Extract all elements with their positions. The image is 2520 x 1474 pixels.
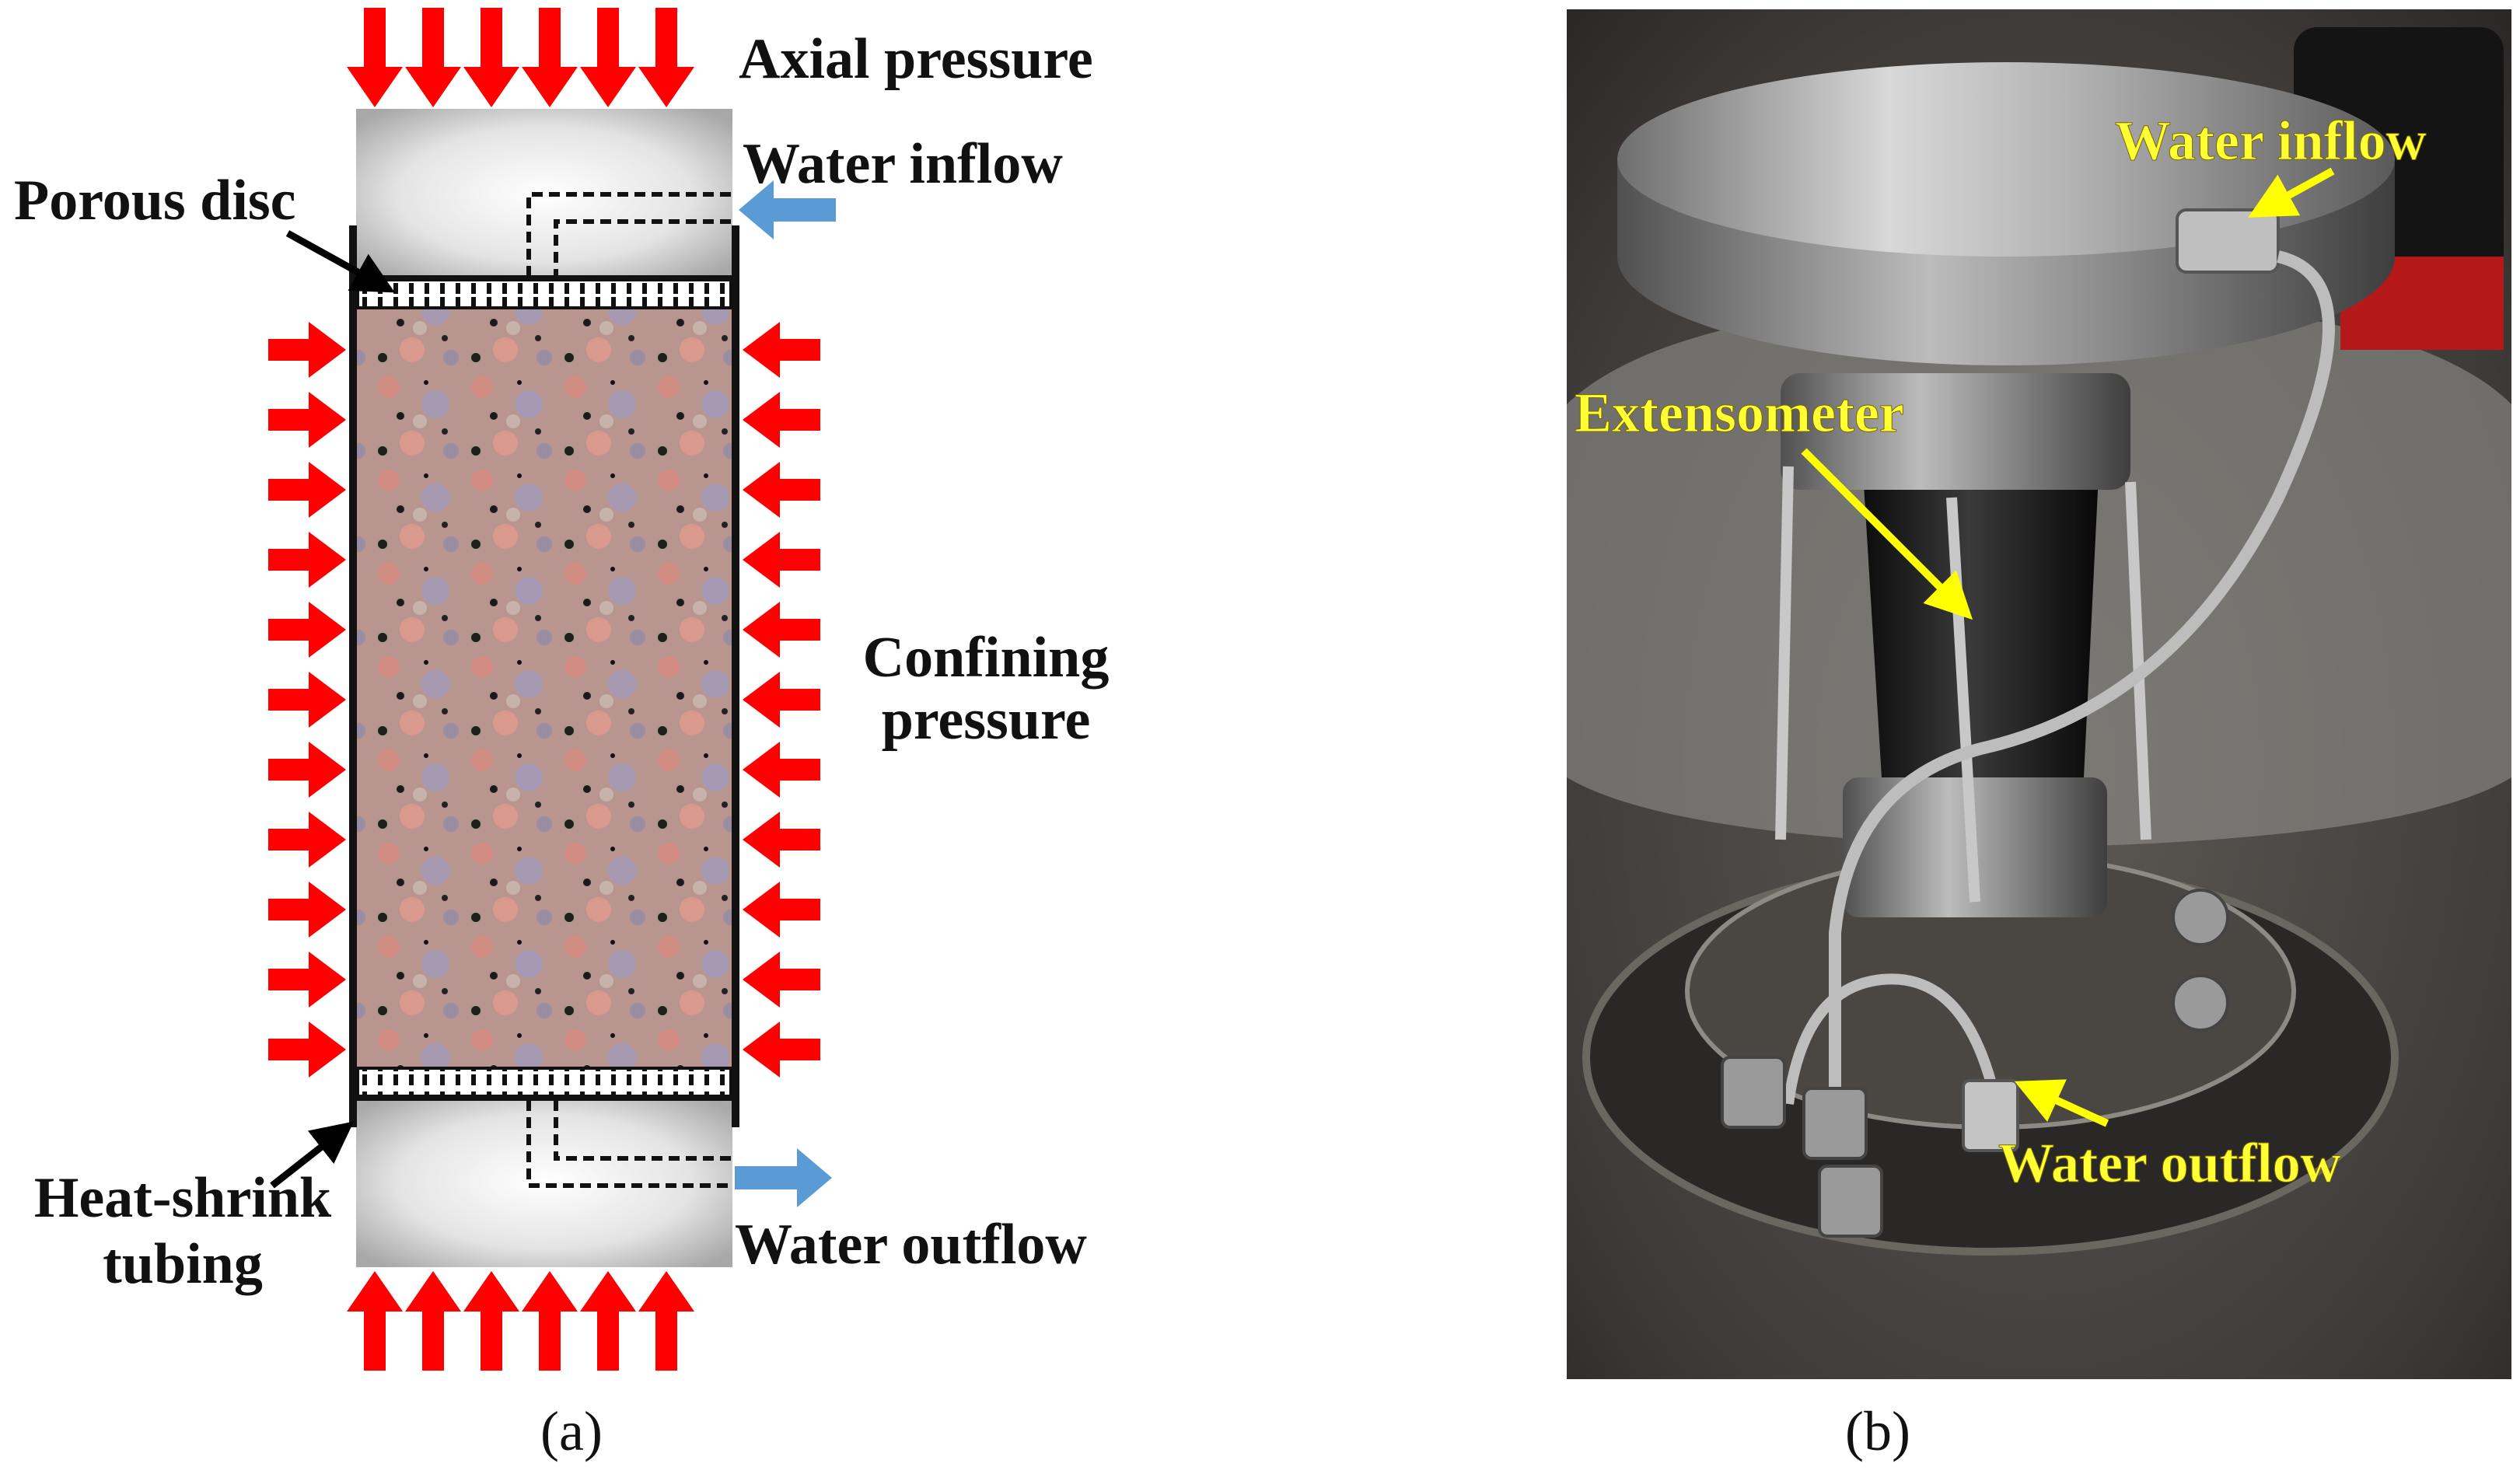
axial-pressure-arrow-up [638,1271,694,1371]
inflow-fitting [2176,208,2280,274]
confining-pressure-arrow-right [268,882,346,938]
axial-pressure-arrow-down [522,8,578,107]
label-confining-pressure-2: pressure [882,688,1091,752]
confining-pressure-arrow-left [743,532,820,588]
caption-b: (b) [1845,1400,1910,1462]
confining-pressure-arrow-right [268,322,346,378]
confining-pressure-arrow-left [743,672,820,728]
label-water-outflow-a: Water outflow [735,1213,1087,1277]
confining-pressure-arrow-left [743,812,820,868]
heat-shrink-pointer [270,1121,355,1189]
confining-pressure-arrow-left [743,1022,820,1078]
base-nuts [1721,889,2229,1238]
axial-pressure-arrow-up [522,1271,578,1371]
label-water-inflow-b: Water inflow [2115,110,2427,172]
water-inflow-arrow [739,180,836,239]
outflow-tube [1783,973,1996,1105]
panel-a-schematic: Axial pressure Water inflow Porous disc … [14,8,1109,1462]
porous-disc-bottom [353,1064,736,1101]
upper-steel-collar [1781,373,2130,490]
inflow-tube [1829,250,2335,1088]
confining-pressure-arrow-right [268,532,346,588]
bottom-platen [356,1096,732,1267]
confining-pressure-arrow-left [743,952,820,1008]
axial-pressure-arrow-down [405,8,461,107]
axial-pressure-arrow-up [347,1271,403,1371]
axial-pressure-arrow-up [580,1271,636,1371]
granite-specimen [356,309,732,1067]
label-extensometer: Extensometer [1575,382,1904,444]
confining-pressure-arrow-right [268,462,346,518]
axial-pressure-arrow-up [463,1271,519,1371]
extensometer [1775,466,2151,903]
label-water-inflow-a: Water inflow [743,132,1063,196]
outflow-channel [526,1100,731,1188]
specimen-black-sleeve [1862,459,2099,777]
confining-pressure-arrow-right [268,1022,346,1078]
label-heat-shrink-1: Heat-shrink [34,1166,332,1230]
confining-pressure-arrow-right [268,812,346,868]
confining-pressure-arrow-left [743,742,820,798]
confining-pressure-arrow-left [743,602,820,658]
axial-pressure-arrow-down [347,8,403,107]
confining-pressure-arrow-left [743,882,820,938]
inflow-channel [526,192,731,276]
panel-b-photo: Water inflow Extensometer Water outflow … [1567,9,2511,1462]
confining-pressure-arrow-right [268,742,346,798]
confining-pressure-arrow-right [268,392,346,448]
confining-pressure-arrow-right [268,952,346,1008]
label-axial-pressure: Axial pressure [739,27,1093,91]
confining-pressure-arrow-left [743,462,820,518]
extensometer-pointer [1801,448,1973,620]
axial-pressure-arrows-bottom [347,1271,694,1371]
confining-pressure-arrows-right [743,322,820,1078]
label-heat-shrink-2: tubing [103,1232,263,1296]
label-confining-pressure-1: Confining [863,626,1110,690]
axial-pressure-arrow-up [405,1271,461,1371]
water-outflow-arrow [735,1148,832,1207]
confining-pressure-arrow-right [268,672,346,728]
axial-pressure-arrow-down [580,8,636,107]
axial-pressure-arrow-down [463,8,519,107]
label-porous-disc: Porous disc [14,169,296,232]
porous-disc-top [353,275,736,313]
water-outflow-pointer-b [2014,1079,2109,1127]
confining-pressure-arrow-left [743,392,820,448]
confining-pressure-arrow-left [743,322,820,378]
water-inflow-pointer-b [2248,167,2335,218]
loading-platen-top [1617,62,2395,257]
label-water-outflow-b: Water outflow [1998,1132,2341,1194]
axial-pressure-arrows-top [347,8,694,107]
axial-pressure-arrow-down [638,8,694,107]
porous-disc-pointer [285,230,395,293]
caption-a: (a) [540,1400,603,1462]
confining-pressure-arrows-left [268,322,346,1078]
confining-pressure-arrow-right [268,602,346,658]
